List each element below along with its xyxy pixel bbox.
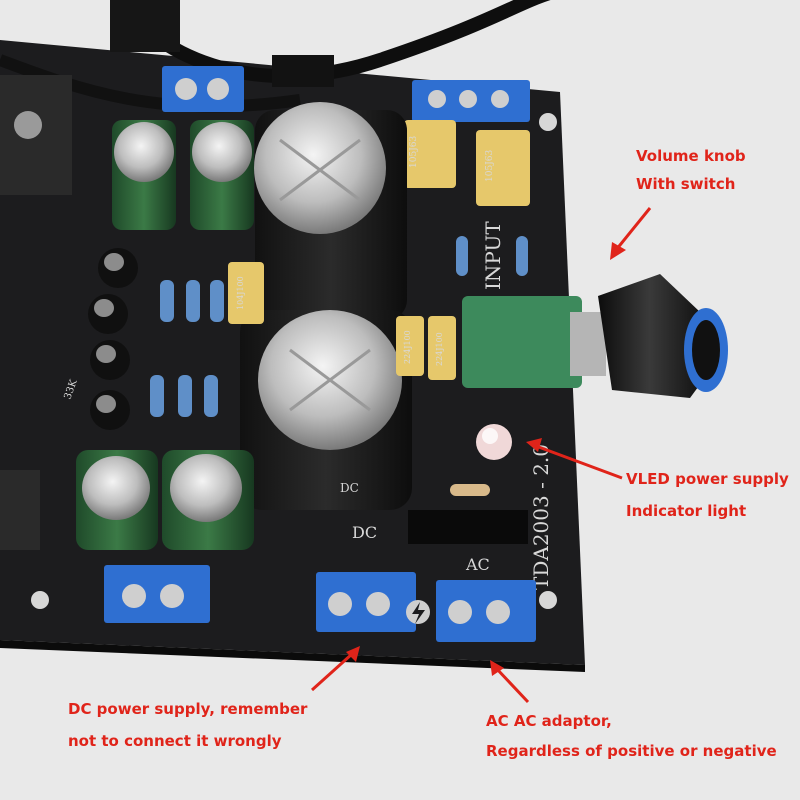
input-silk-label: INPUT xyxy=(481,221,505,290)
arrow-dc xyxy=(310,646,360,692)
cap-label: 105J63 xyxy=(409,135,419,168)
electrolytic-cap-green xyxy=(190,120,254,230)
electrolytic-cap-green xyxy=(112,120,176,230)
callout-volume-knob: Volume knob With switch xyxy=(636,142,746,198)
electrolytic-cap-large xyxy=(254,102,407,320)
potentiometer-shaft xyxy=(570,312,606,376)
connector-housing xyxy=(110,0,180,52)
electrolytic-cap-green xyxy=(76,450,158,550)
cap-dc-mark: DC xyxy=(340,481,359,495)
potentiometer-body xyxy=(462,296,582,388)
arrow-volume xyxy=(610,207,652,260)
heatsink-lower xyxy=(0,470,40,550)
callout-volume-line1: Volume knob xyxy=(636,147,746,165)
resistors xyxy=(150,236,528,417)
terminal-top-left xyxy=(162,66,244,112)
film-cap-small xyxy=(428,316,456,380)
terminal-dc-input xyxy=(316,572,416,632)
model-silk-label: TDA2003 - 2.0 xyxy=(529,444,553,590)
heatsink-screw xyxy=(14,111,42,139)
volume-knob[interactable] xyxy=(598,274,728,398)
mounting-hole xyxy=(31,591,49,609)
arrow-ac xyxy=(490,660,530,704)
electrolytic-cap-green xyxy=(162,450,254,550)
small-caps xyxy=(88,248,138,430)
film-cap xyxy=(404,120,456,188)
callout-ac-line1: AC AC adaptor, xyxy=(486,712,612,730)
film-cap xyxy=(476,130,530,206)
terminal-input xyxy=(412,80,530,122)
dc-silk-label: DC xyxy=(352,523,377,542)
callout-led-indicator: VLED power supply Indicator light xyxy=(626,463,789,527)
terminal-ac-input xyxy=(436,580,536,642)
callout-led-line1: VLED power supply xyxy=(626,470,789,488)
film-cap-small xyxy=(396,316,424,376)
callout-dc-line1: DC power supply, remember xyxy=(68,700,308,718)
callout-led-line2: Indicator light xyxy=(626,502,747,520)
callout-volume-line2: With switch xyxy=(636,175,736,193)
cap-label: 104J100 xyxy=(236,276,245,310)
callout-ac-line2: Regardless of positive or negative xyxy=(486,742,777,760)
arrow-led xyxy=(526,438,623,480)
voltage-regulator xyxy=(408,510,528,544)
mounting-hole xyxy=(539,113,557,131)
ac-silk-label: AC xyxy=(465,555,490,574)
electrolytic-cap-large: DC xyxy=(240,310,412,510)
callout-ac-adaptor: AC AC adaptor, Regardless of positive or… xyxy=(486,706,777,766)
callout-dc-line2: not to connect it wrongly xyxy=(68,732,282,750)
mounting-hole xyxy=(539,591,557,609)
cap-label: 224J100 xyxy=(403,330,412,364)
film-cap-small xyxy=(228,262,264,324)
pcb-edge xyxy=(0,640,585,672)
cable xyxy=(0,54,301,113)
connector-plug xyxy=(272,55,334,87)
indicator-led xyxy=(476,424,512,460)
cap-label: 105J63 xyxy=(485,149,495,182)
callout-dc-power: DC power supply, remember not to connect… xyxy=(68,693,307,757)
cap-label: 224J100 xyxy=(435,332,444,366)
terminal-speaker xyxy=(104,565,210,623)
resistor-led xyxy=(450,484,490,496)
